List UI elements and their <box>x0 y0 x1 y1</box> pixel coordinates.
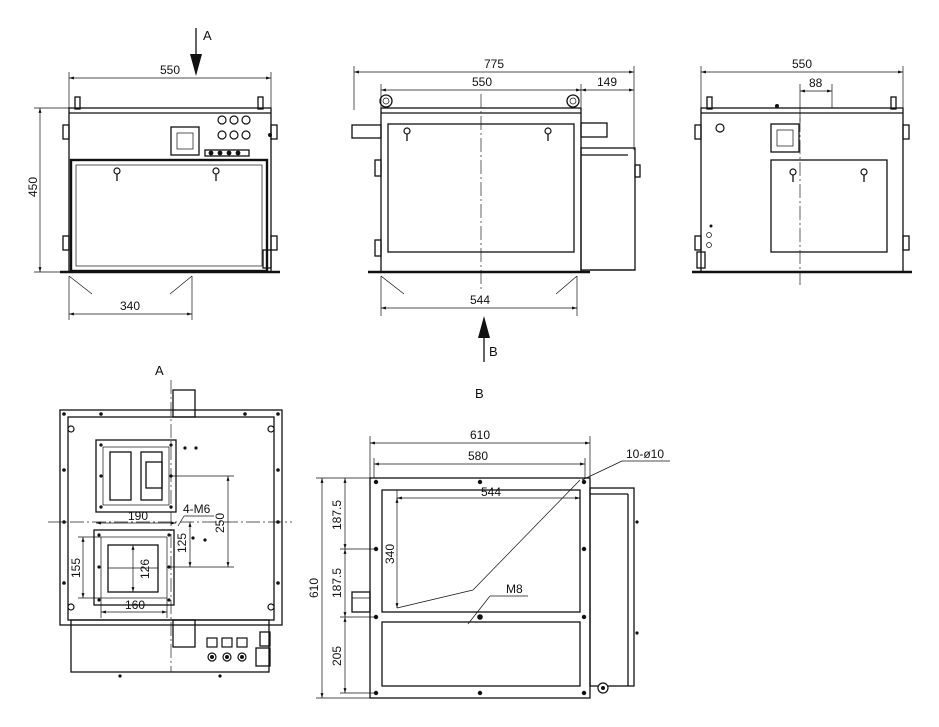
front-dim-bottom-label: 340 <box>120 299 140 313</box>
view-b-dim-187-b-label: 187.5 <box>330 568 344 598</box>
view-b-dim-580: 580 <box>373 449 586 478</box>
view-b-dim-205-label: 205 <box>330 646 344 666</box>
view-a-dim-4m6-label: 4-M6 <box>183 502 211 516</box>
view-a-dim-155-label: 155 <box>69 558 83 578</box>
view-a-dim-126: 126 <box>108 545 158 592</box>
view-a-dim-4m6: 4-M6 <box>177 502 214 527</box>
view-b-dim-187-a: 187.5 <box>330 478 347 549</box>
rear-view: 550 88 <box>692 57 912 285</box>
view-b-dim-580-label: 580 <box>468 449 488 463</box>
rear-dim-width-label: 550 <box>792 57 812 71</box>
front-view: A 550 <box>26 28 280 320</box>
side-dim-total: 775 <box>353 57 635 150</box>
rear-dim-88: 88 <box>799 76 833 122</box>
view-b-dim-holes-label: 10-ø10 <box>626 447 664 461</box>
view-a-dim-125-label: 125 <box>175 533 189 553</box>
view-a-dim-160-label: 160 <box>125 598 145 612</box>
view-b-plate <box>369 477 591 699</box>
front-dim-height: 450 <box>26 107 69 273</box>
view-b-aux-box <box>589 487 635 687</box>
view-a-dim-160: 160 <box>100 598 168 618</box>
view-b-dim-610-top: 610 <box>369 428 591 478</box>
view-arrow-b: B <box>478 316 498 362</box>
view-b-dim-187-a-label: 187.5 <box>330 500 344 530</box>
side-dim-550-label: 550 <box>472 75 492 89</box>
front-dim-width: 550 <box>68 63 272 108</box>
view-a-title: A <box>155 363 164 378</box>
view-arrow-b-label: B <box>489 344 498 359</box>
rear-fan-square <box>770 123 800 153</box>
view-a-dim-250-label: 250 <box>213 513 227 533</box>
side-dim-total-label: 775 <box>484 57 504 71</box>
view-b-dim-m8-label: M8 <box>506 582 523 596</box>
front-cabinet <box>68 107 272 273</box>
view-b-dim-205: 205 <box>330 617 347 693</box>
side-dim-149-label: 149 <box>597 75 617 89</box>
view-a-lower-flange <box>93 529 175 606</box>
front-dim-height-label: 450 <box>26 177 40 197</box>
side-dim-544-label: 544 <box>470 293 490 307</box>
front-door-panel <box>69 158 269 273</box>
view-b-dim-holes: 10-ø10 <box>581 447 670 481</box>
view-arrow-a: A <box>190 28 212 76</box>
view-a-upper-flange <box>95 439 177 513</box>
view-b-dim-m8: M8 <box>467 582 528 625</box>
side-view: 775 550 149 <box>351 57 641 362</box>
front-dim-width-label: 550 <box>160 63 180 77</box>
view-b-dim-544-label: 544 <box>481 485 501 499</box>
view-a-dim-126-label: 126 <box>138 559 152 579</box>
rear-dim-width: 550 <box>700 57 904 108</box>
view-b-dim-340-label: 340 <box>383 544 397 564</box>
view-a-dim-155: 155 <box>69 536 101 599</box>
view-b-dim-340: 340 <box>383 498 399 608</box>
view-arrow-a-label: A <box>203 28 212 43</box>
view-b-dim-610-left-label: 610 <box>307 578 321 598</box>
side-aux-box <box>580 147 636 271</box>
view-a-dim-250: 250 <box>171 475 234 568</box>
view-a-dim-125: 125 <box>175 522 192 567</box>
front-dim-bottom: 340 <box>68 275 193 320</box>
view-b-lower-opening <box>381 621 581 687</box>
view-b-dim-610-left: 610 <box>307 477 370 699</box>
view-b: B 610 580 10-ø10 544 <box>307 386 670 699</box>
view-b-dim-187-b: 187.5 <box>330 549 347 617</box>
rear-door-panel <box>770 159 888 253</box>
view-a-dim-190: 190 <box>96 509 176 525</box>
rear-dim-88-label: 88 <box>809 76 823 90</box>
view-b-title: B <box>475 386 484 401</box>
view-b-dim-610-top-label: 610 <box>470 428 490 442</box>
view-a-dim-190-label: 190 <box>128 509 148 523</box>
side-dim-149: 149 <box>581 75 634 92</box>
view-a: A 190 <box>48 363 292 678</box>
front-fan-square <box>170 126 200 156</box>
view-b-dim-544: 544 <box>396 485 580 502</box>
side-dim-544: 544 <box>380 275 578 316</box>
rear-cabinet <box>700 107 904 273</box>
view-b-upper-opening <box>381 489 581 613</box>
